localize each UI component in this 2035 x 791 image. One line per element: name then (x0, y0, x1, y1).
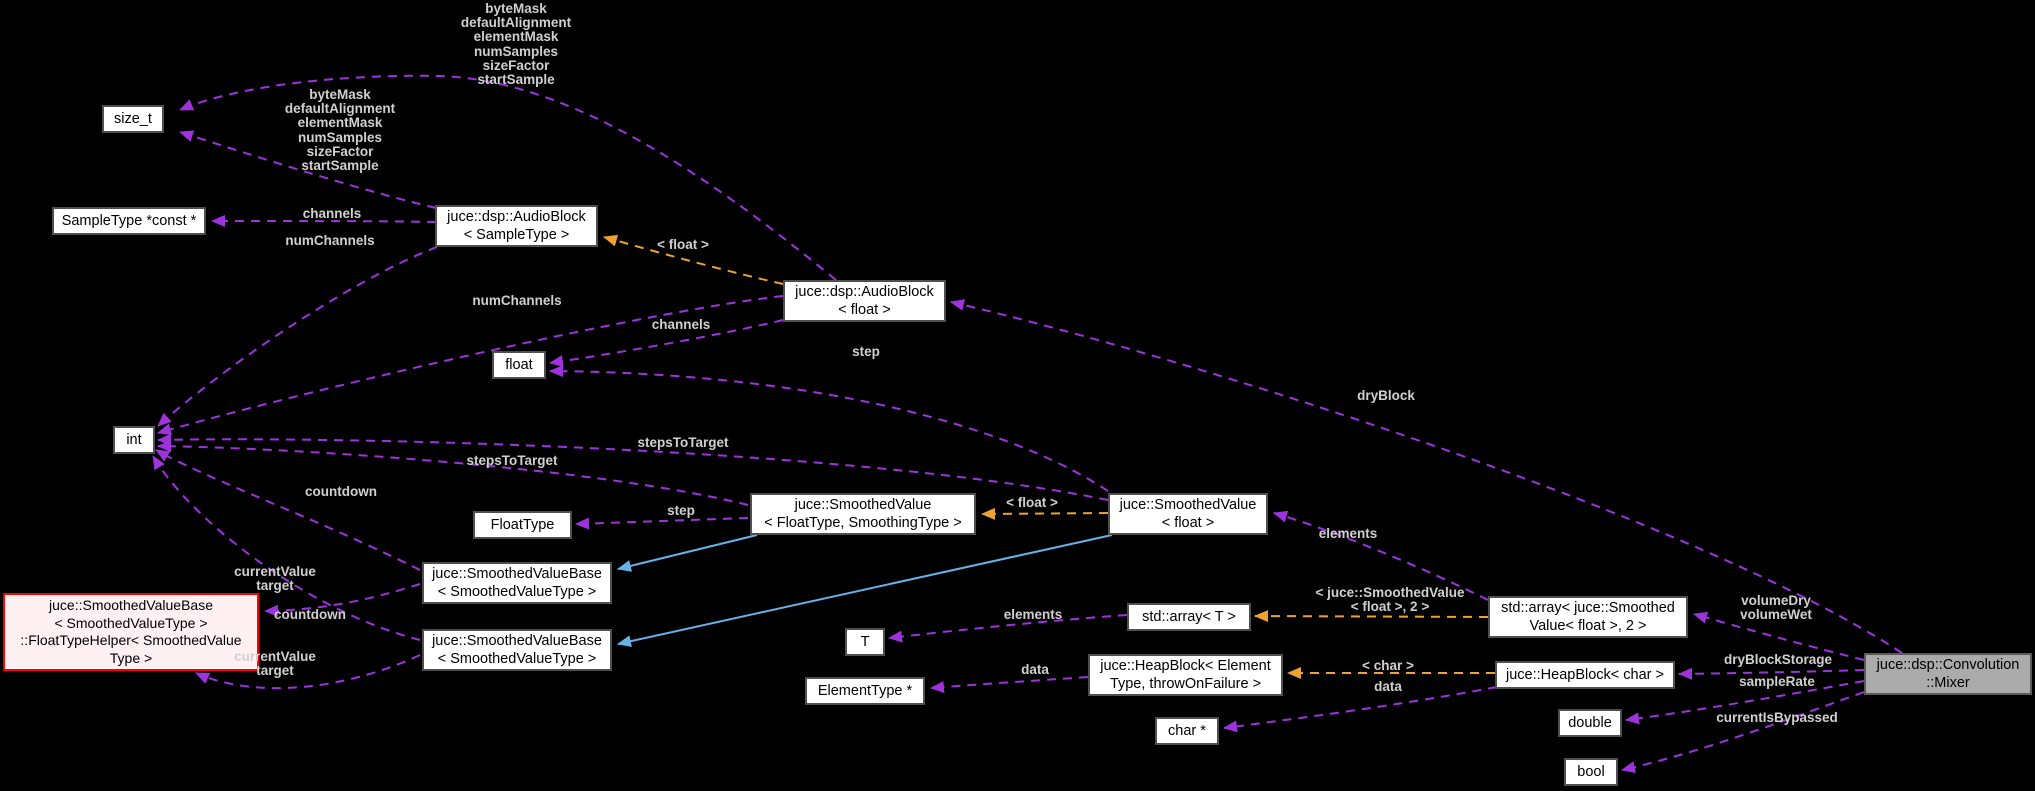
edge-data-1 (930, 676, 1089, 693)
edge-label-float-inst-2: < float > (1006, 495, 1058, 510)
node-smoothedvalue-float[interactable]: juce::SmoothedValue < float > (1108, 493, 1268, 535)
node-audioblock-sampletype[interactable]: juce::dsp::AudioBlock < SampleType > (435, 205, 598, 247)
edge-template-std-array (1254, 610, 1489, 623)
edge-template-audioblock (603, 234, 784, 285)
node-char-ptr[interactable]: char * (1155, 717, 1219, 745)
node-label: char * (1168, 723, 1206, 739)
node-convolution-mixer[interactable]: juce::dsp::Convolution ::Mixer (1864, 653, 2032, 695)
node-label: ElementType * (817, 683, 913, 699)
node-smoothedvalue-template[interactable]: juce::SmoothedValue < FloatType, Smoothi… (750, 493, 976, 535)
node-heapblock-template[interactable]: juce::HeapBlock< Element Type, throwOnFa… (1088, 654, 1283, 696)
node-smoothedvaluebase-upper[interactable]: juce::SmoothedValueBase < SmoothedValueT… (422, 562, 612, 604)
edge-inherit-smoothedvalue-float (617, 534, 1113, 648)
node-label: FloatType (490, 517, 555, 533)
edge-audioblock-sampletype-to-size-t (179, 130, 437, 209)
node-floattype[interactable]: FloatType (473, 511, 572, 539)
edge-channels-2 (549, 319, 784, 368)
edge-dryblockstorage (1678, 667, 1865, 680)
edge-currentvalue-2 (195, 654, 421, 690)
node-label: float (505, 357, 533, 373)
node-t[interactable]: T (845, 628, 885, 656)
edge-label-float-inst-1: < float > (657, 237, 709, 252)
node-label: juce::dsp::AudioBlock < SampleType > (447, 209, 586, 243)
edge-step-2 (575, 517, 749, 530)
edge-template-smoothedvalue (981, 507, 1109, 520)
node-floattypehelper[interactable]: juce::SmoothedValueBase < SmoothedValueT… (3, 593, 259, 671)
edge-numchannels-1 (157, 246, 438, 427)
edge-label-elements-1: elements (1318, 526, 1378, 541)
node-label: std::array< juce::Smoothed Value< float … (1501, 600, 1675, 634)
node-label: juce::SmoothedValue < float > (1119, 497, 1257, 531)
node-label: juce::dsp::AudioBlock < float > (795, 284, 934, 318)
edge-label-currentisbypassed: currentIsBypassed (1716, 710, 1838, 725)
edge-stepstotarget-2 (157, 440, 749, 506)
node-float[interactable]: float (492, 351, 546, 379)
edge-label-volume: volumeDry volumeWet (1740, 593, 1812, 623)
edge-elements-2 (888, 614, 1128, 643)
node-double[interactable]: double (1558, 709, 1622, 737)
edge-currentisbypassed (1621, 691, 1865, 773)
edge-channels-1 (211, 215, 437, 228)
edge-stepstotarget-1 (157, 433, 1109, 501)
edge-volume (1693, 611, 1865, 661)
node-label: juce::dsp::Convolution ::Mixer (1876, 657, 2020, 691)
edge-label-stepstotarget-1: stepsToTarget (637, 435, 729, 450)
edge-label-data-2: data (1374, 679, 1402, 694)
node-label: juce::SmoothedValueBase < SmoothedValueT… (20, 597, 242, 666)
edge-label-mask-near: byteMask defaultAlignment elementMask nu… (284, 87, 396, 174)
node-label: double (1568, 715, 1612, 731)
node-label: T (860, 634, 870, 650)
node-bool[interactable]: bool (1564, 758, 1618, 786)
node-std-array-smoothedvalue[interactable]: std::array< juce::Smoothed Value< float … (1488, 596, 1688, 638)
edge-label-channels-1: channels (302, 206, 362, 221)
node-label: juce::SmoothedValueBase < SmoothedValueT… (432, 566, 602, 600)
node-heapblock-char[interactable]: juce::HeapBlock< char > (1495, 661, 1675, 689)
edge-label-channels-2: channels (651, 317, 711, 332)
edge-label-countdown-1: countdown (305, 484, 377, 499)
node-label: juce::HeapBlock< char > (1506, 667, 1664, 683)
node-sampletype-const-ptr[interactable]: SampleType *const * (52, 207, 206, 235)
edge-audioblock-float-to-size-t (179, 74, 837, 281)
edge-currentvalue-1 (264, 583, 421, 617)
edge-label-dryblock: dryBlock (1357, 388, 1415, 403)
edge-label-array-inst: < juce::SmoothedValue < float >, 2 > (1315, 585, 1465, 615)
node-label: juce::HeapBlock< Element Type, throwOnFa… (1100, 658, 1271, 692)
edge-label-stepstotarget-2: stepsToTarget (466, 453, 558, 468)
edge-step-1 (549, 365, 1109, 492)
node-label: int (126, 432, 142, 448)
edge-label-numchannels-1: numChannels (285, 233, 375, 248)
edge-label-step-2: step (667, 503, 695, 518)
node-size-t[interactable]: size_t (102, 105, 164, 133)
edge-label-data-1: data (1021, 662, 1049, 677)
edge-countdown-1 (155, 449, 421, 571)
edge-numchannels-2 (157, 295, 784, 436)
node-smoothedvaluebase-lower[interactable]: juce::SmoothedValueBase < SmoothedValueT… (422, 629, 612, 671)
node-audioblock-float[interactable]: juce::dsp::AudioBlock < float > (783, 280, 946, 322)
edge-label-step-1: step (852, 344, 880, 359)
edge-label-numchannels-2: numChannels (472, 293, 562, 308)
edge-samplerate (1625, 680, 1865, 725)
node-label: size_t (114, 111, 152, 127)
node-label: juce::SmoothedValue < FloatType, Smoothi… (764, 497, 962, 531)
node-label: juce::SmoothedValueBase < SmoothedValueT… (432, 633, 602, 667)
edge-label-currentvalue-2: currentValue target (234, 649, 316, 679)
node-elementtype-ptr[interactable]: ElementType * (805, 677, 925, 705)
edge-label-samplerate: sampleRate (1739, 674, 1815, 689)
edge-label-elements-2: elements (1003, 607, 1063, 622)
edge-data-2 (1223, 686, 1498, 733)
node-std-array-t[interactable]: std::array< T > (1127, 603, 1251, 631)
node-label: SampleType *const * (61, 213, 197, 229)
edge-label-currentvalue-1: currentValue target (234, 564, 316, 594)
node-int[interactable]: int (113, 426, 155, 454)
edge-inherit-smoothedvalue-template (617, 534, 758, 572)
node-label: std::array< T > (1142, 609, 1236, 625)
edge-dryblock (950, 299, 1903, 654)
edge-countdown-2 (152, 455, 421, 641)
edge-label-mask-top: byteMask defaultAlignment elementMask nu… (460, 1, 572, 88)
edge-label-countdown-2: countdown (274, 607, 346, 622)
edge-label-char-inst: < char > (1362, 658, 1414, 673)
node-label: bool (1577, 764, 1605, 780)
edge-label-dryblockstorage: dryBlockStorage (1723, 652, 1833, 667)
